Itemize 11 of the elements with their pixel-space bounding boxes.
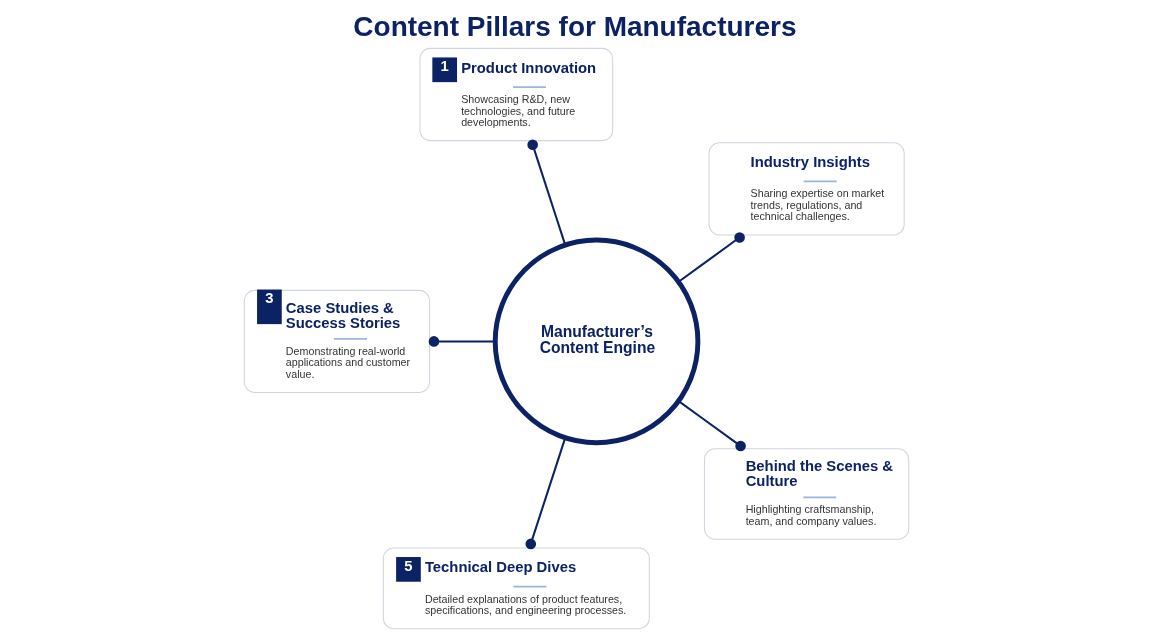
connector — [526, 139, 566, 246]
connector — [677, 400, 746, 452]
connector — [428, 336, 495, 347]
node-box: 1 Product Innovation Showcasing R&D, new technologies, and future developments. — [418, 47, 613, 142]
connector — [524, 437, 566, 550]
diagram-title: Content Pillars for Manufacturers — [352, 11, 797, 43]
node-box: Industry Insights Sharing expertise on market trends, regulations, and technical challenges. — [707, 142, 905, 236]
connector — [677, 232, 745, 283]
node-box: 5 Technical Deep Dives Detailed explanations of product features, specifications, and engineering processes. — [382, 547, 650, 630]
node-box: Behind the Scenes & Culture Highlighting craftsmanship, team, and company values. — [703, 448, 909, 540]
node-circle: Manufacturer’s Content Engine — [492, 237, 700, 446]
